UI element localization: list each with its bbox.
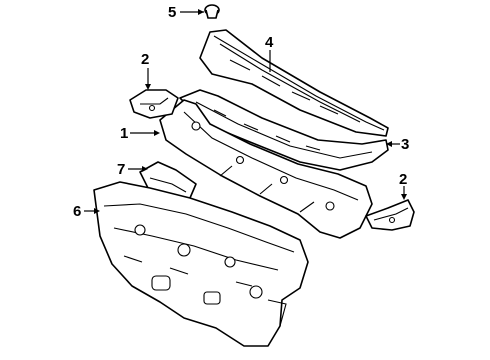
callout-labels: 5 2 4 1 3 7 2 6 xyxy=(73,4,409,220)
part-6-dash-panel xyxy=(84,181,309,347)
callout-6: 6 xyxy=(73,203,81,220)
part-2-bracket-right xyxy=(365,186,415,231)
callout-2-right: 2 xyxy=(399,171,407,188)
part-2-bracket-left xyxy=(129,68,179,119)
callout-4: 4 xyxy=(265,34,274,51)
callout-5: 5 xyxy=(168,4,176,21)
callout-7: 7 xyxy=(117,161,125,178)
part-3-cowl-top-panel xyxy=(179,89,400,171)
callout-1: 1 xyxy=(120,125,128,142)
part-5-grommet xyxy=(180,4,220,19)
callout-3: 3 xyxy=(401,136,409,153)
callout-2-left: 2 xyxy=(141,51,149,68)
part-4-cowl-louver xyxy=(199,29,389,137)
